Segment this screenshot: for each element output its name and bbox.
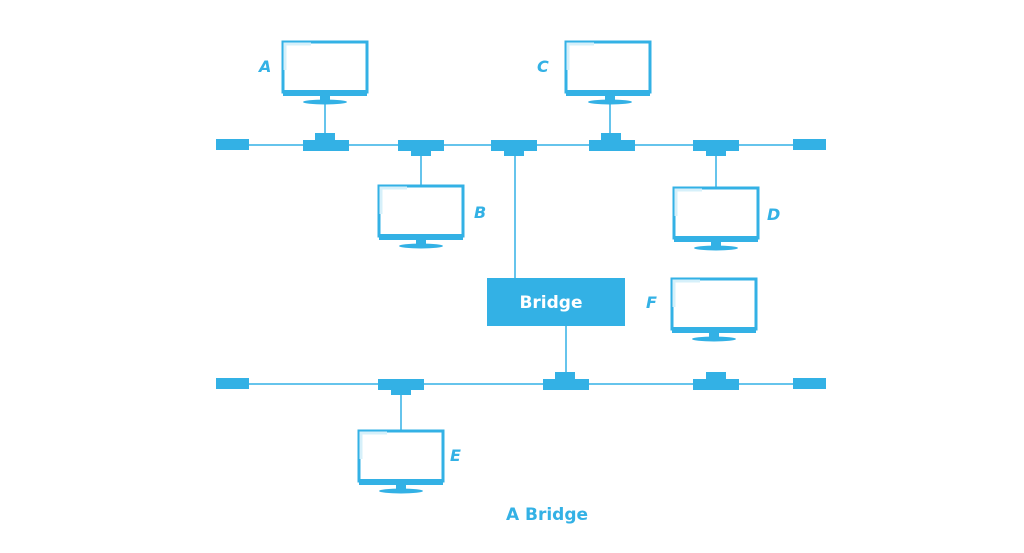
- connector-d: [693, 140, 739, 156]
- computer-f: [670, 277, 758, 342]
- computer-c: [564, 40, 652, 105]
- bottom-left-terminator: [216, 378, 249, 389]
- computer-b: [377, 184, 465, 249]
- diagram-caption: A Bridge: [506, 505, 588, 525]
- connector-b: [398, 140, 444, 156]
- label-computer-b: B: [474, 203, 486, 222]
- label-computer-f: F: [646, 293, 657, 312]
- connector-bridge-top: [491, 140, 537, 156]
- drop-cables: [324, 100, 717, 431]
- label-computer-d: D: [767, 205, 780, 224]
- label-computer-c: C: [537, 57, 549, 76]
- label-computer-e: E: [450, 446, 461, 465]
- bridge-box: [487, 278, 625, 326]
- bridge-device: Bridge: [487, 278, 625, 326]
- top-left-terminator: [216, 139, 249, 150]
- bottom-connectors: [378, 372, 739, 395]
- computer-d: [672, 186, 760, 251]
- top-right-terminator: [793, 139, 826, 150]
- connector-a: [303, 133, 349, 151]
- connector-e: [378, 379, 424, 395]
- connector-bridge-bottom: [543, 372, 589, 390]
- bridge-label: Bridge: [519, 293, 582, 313]
- label-computer-a: A: [257, 57, 271, 76]
- bottom-right-terminator: [793, 378, 826, 389]
- top-connectors: [303, 133, 739, 156]
- connector-spare: [693, 372, 739, 390]
- computer-a: [281, 40, 369, 105]
- computer-e: [357, 429, 445, 494]
- connector-c: [589, 133, 635, 151]
